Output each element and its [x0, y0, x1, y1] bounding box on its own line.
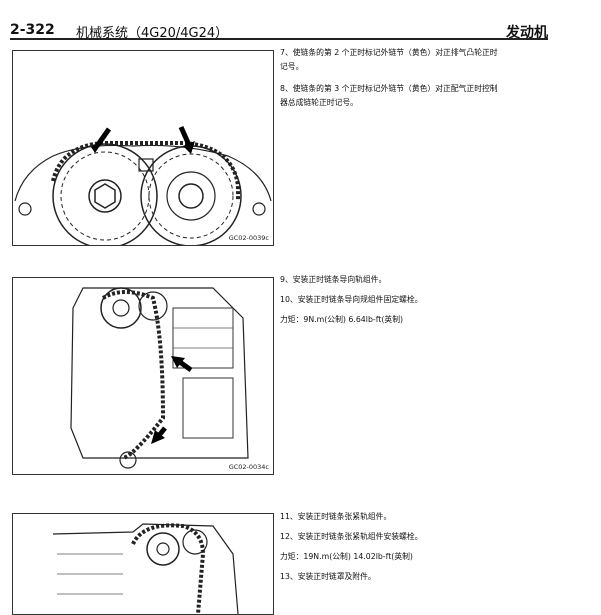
system-title: 机械系统（4G20/4G24） [76, 26, 229, 41]
step-8-line-2: 器总成链轮正时记号。 [280, 98, 358, 107]
guide-bolt-arrow-lower [151, 426, 167, 444]
page-number: 2-322 [10, 22, 55, 38]
guide-bolt-arrow-upper [171, 356, 193, 373]
step-9: 9、安装正时链条导向轨组件。 [280, 275, 387, 284]
step-8: 8、使链条的第 3 个正时标记外链节（黄色）对正配气正时控制 器总成链轮正时记号… [280, 82, 550, 110]
figure-code: GC02-0039c [228, 234, 269, 242]
step-13: 13、安装正时链罩及附件。 [280, 572, 376, 581]
cam-sprocket-drawing [14, 125, 272, 245]
chain-guide-drawing [70, 287, 249, 469]
step-8-line-1: 8、使链条的第 3 个正时标记外链节（黄色）对正配气正时控制 [280, 84, 498, 93]
figure-chain-guide: GC02-0034c [12, 277, 274, 475]
step-7-line-2: 记号。 [280, 62, 304, 71]
timing-mark-arrow-2 [178, 125, 195, 154]
timing-mark-arrow-1 [91, 127, 112, 153]
figure-cam-sprockets: GC02-0039c [12, 50, 274, 246]
torque-spec-1: 力矩：9N.m(公制) 6.64lb-ft(英制) [280, 315, 404, 324]
step-7-line-1: 7、使链条的第 2 个正时标记外链节（黄色）对正排气凸轮正时 [280, 48, 498, 57]
torque-spec-2: 力矩：19N.m(公制) 14.02lb-ft(英制) [280, 552, 413, 561]
step-7: 7、使链条的第 2 个正时标记外链节（黄色）对正排气凸轮正时 记号。 [280, 46, 550, 74]
chapter-title: 发动机 [506, 25, 548, 41]
figure-code: GC02-0034c [228, 463, 269, 471]
step-11: 11、安装正时链条张紧轨组件。 [280, 512, 392, 521]
page-header: 2-322 机械系统（4G20/4G24） 发动机 [10, 18, 548, 41]
figure-chain-tensioner [12, 513, 274, 615]
chain-tensioner-drawing [52, 523, 239, 614]
header-rule [10, 38, 548, 40]
step-10: 10、安装正时链条导向规组件固定螺栓。 [280, 295, 423, 304]
step-12: 12、安装正时链条张紧轨组件安装螺栓。 [280, 532, 423, 541]
